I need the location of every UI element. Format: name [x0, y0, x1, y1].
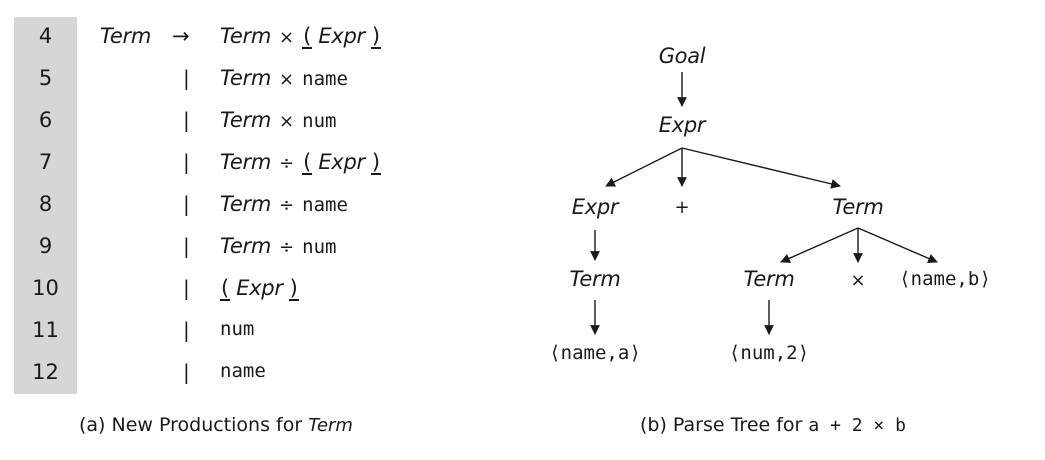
operator-token: ÷	[279, 153, 295, 174]
production-rhs: (Expr)	[220, 276, 305, 301]
production-number: 12	[32, 360, 59, 384]
production-alternative-bar: |	[183, 276, 190, 300]
paren-token: (	[302, 24, 313, 49]
operator-token: ÷	[279, 195, 295, 216]
terminal-token: num	[302, 110, 337, 132]
production-number: 10	[32, 276, 59, 300]
paren-token: )	[370, 150, 382, 175]
node-name-a: ⟨name,a⟩	[549, 342, 641, 364]
operator-token: ×	[279, 27, 295, 48]
production-rhs: Term ÷ name	[220, 192, 354, 216]
nonterminal-token: Term	[220, 66, 272, 90]
node-num-2: ⟨num,2⟩	[728, 342, 810, 364]
production-rhs: Term × (Expr)	[220, 24, 387, 49]
production-alternative-bar: |	[183, 360, 190, 384]
edge-expr-exprleft	[605, 147, 683, 187]
nonterminal-token: Term	[220, 108, 272, 132]
production-alternative-bar: |	[183, 150, 190, 174]
nonterminal-token: Term	[220, 150, 272, 174]
production-number: 9	[38, 234, 53, 258]
production-alternative-bar: |	[183, 66, 190, 90]
operator-token: ÷	[279, 237, 295, 258]
caption-b-prefix: (b) Parse Tree for	[640, 414, 809, 436]
edge-termright-nameb	[857, 227, 938, 264]
node-plus: +	[674, 197, 690, 218]
node-expr-root: Expr	[658, 113, 706, 137]
nonterminal-token: Term	[220, 24, 272, 48]
node-times: ×	[850, 270, 866, 291]
nonterminal-token: Expr	[318, 24, 365, 48]
edge-expr-termright	[681, 147, 841, 189]
caption-a-term: Term	[308, 415, 353, 436]
node-term-mid: Term	[743, 267, 795, 291]
paren-token: )	[288, 276, 299, 301]
paren-token: )	[370, 24, 382, 49]
production-rhs: Term × name	[220, 66, 354, 90]
nonterminal-token: Expr	[318, 150, 365, 174]
production-number: 6	[38, 108, 53, 132]
caption-a-prefix: (a) New Productions for	[79, 414, 309, 436]
production-alternative-bar: |	[183, 234, 190, 258]
production-number: 7	[38, 150, 53, 174]
node-goal: Goal	[658, 44, 706, 68]
nonterminal-token: Term	[220, 234, 272, 258]
terminal-token: name	[302, 194, 348, 216]
row-number-column	[14, 17, 77, 394]
terminal-token: num	[302, 236, 337, 258]
production-number: 5	[38, 66, 53, 90]
node-expr-left: Expr	[571, 195, 619, 219]
caption-a: (a) New Productions for Term	[79, 414, 353, 436]
production-rhs: num	[220, 318, 260, 340]
paren-token: (	[302, 150, 313, 175]
node-name-b: ⟨name,b⟩	[899, 268, 991, 290]
production-rhs: Term × num	[220, 108, 342, 132]
operator-token: ×	[279, 111, 295, 132]
production-arrow: →	[172, 24, 190, 48]
production-number: 4	[38, 24, 53, 48]
nonterminal-token: Expr	[236, 276, 283, 300]
terminal-token: num	[220, 318, 255, 340]
caption-b-expr: a + 2 × b	[808, 415, 906, 436]
paren-token: (	[220, 276, 231, 301]
production-rhs: Term ÷ num	[220, 234, 342, 258]
production-rhs: name	[220, 360, 272, 382]
production-alternative-bar: |	[183, 318, 190, 342]
production-number: 11	[32, 318, 59, 342]
production-number: 8	[38, 192, 53, 216]
operator-token: ×	[279, 69, 295, 90]
node-term-right: Term	[832, 195, 884, 219]
terminal-token: name	[220, 360, 266, 382]
node-term-left: Term	[569, 267, 621, 291]
production-lhs: Term	[100, 24, 152, 48]
production-alternative-bar: |	[183, 192, 190, 216]
edge-termright-termmid	[780, 227, 859, 263]
production-alternative-bar: |	[183, 108, 190, 132]
caption-b: (b) Parse Tree for a + 2 × b	[640, 414, 906, 436]
production-rhs: Term ÷ (Expr)	[220, 150, 387, 175]
terminal-token: name	[302, 68, 348, 90]
nonterminal-token: Term	[220, 192, 272, 216]
